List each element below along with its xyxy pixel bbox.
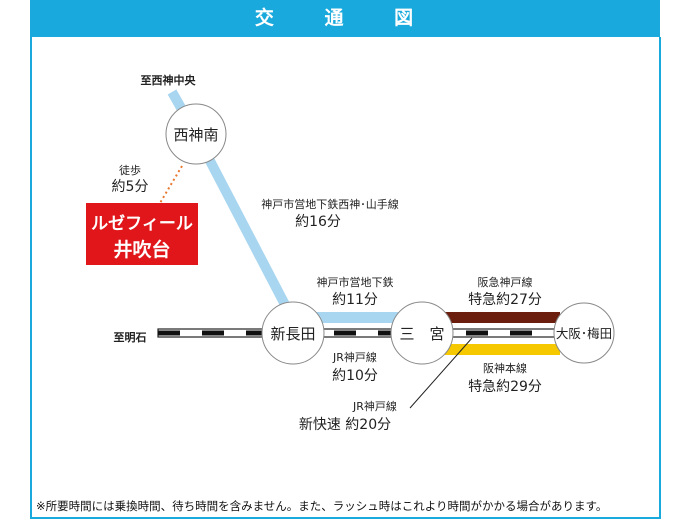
subway-kaigan-line [293, 312, 423, 323]
route-time: 約10分 [332, 368, 378, 384]
walk-path [159, 165, 183, 204]
route-time: 特急約29分 [468, 379, 542, 395]
walk-label: 徒歩 [119, 163, 141, 177]
dest-north: 至西神中央 [141, 73, 197, 87]
property-name: ルゼフィール [91, 213, 193, 234]
walk-time: 約5分 [112, 179, 149, 195]
route-label: JR神戸線 [332, 350, 377, 364]
leader-line [409, 337, 473, 409]
hankyu-line [445, 312, 560, 323]
station-sannomiya: 三 宮 [390, 301, 454, 365]
route-label: JR神戸線 [352, 399, 397, 413]
hanshin-line [445, 344, 560, 355]
footnote: ※所要時間には乗換時間、待ち時間を含みません。また、ラッシュ時はこれより時間がか… [36, 499, 608, 513]
svg-text:西神南: 西神南 [173, 126, 218, 144]
station-shin-nagata: 新長田 [261, 301, 325, 365]
route-time: 約11分 [332, 292, 378, 308]
route-label: 神戸市営地下鉄 [317, 275, 394, 289]
route-label: 阪急神戸線 [478, 275, 533, 289]
dest-west: 至明石 [114, 331, 147, 344]
page-title: 交 通 図 [30, 0, 660, 37]
svg-text:大阪･梅田: 大阪･梅田 [556, 326, 612, 341]
svg-text:新長田: 新長田 [270, 325, 315, 343]
route-time: 約16分 [295, 214, 341, 230]
svg-text:三 宮: 三 宮 [399, 325, 444, 343]
route-label: 阪神本線 [483, 361, 527, 375]
property-area: 井吹台 [113, 238, 170, 261]
station-seishin-minami: 西神南 [165, 103, 227, 165]
station-osaka-umeda: 大阪･梅田 [553, 302, 615, 364]
route-label: 神戸市営地下鉄西神･山手線 [261, 197, 399, 211]
property-badge [86, 203, 198, 265]
map-frame [30, 37, 661, 519]
route-time: 新快速 約20分 [299, 417, 391, 433]
route-time: 特急約27分 [468, 292, 542, 308]
